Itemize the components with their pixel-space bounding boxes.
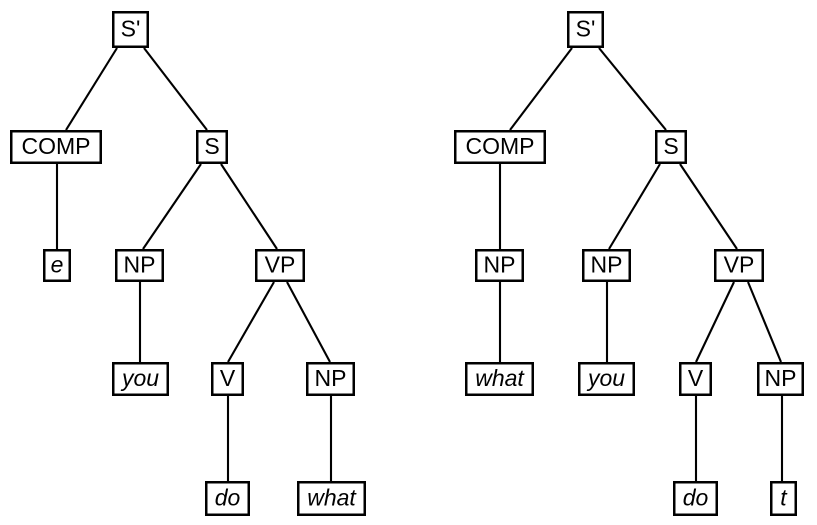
tree-node-L-VP[interactable]: VP: [255, 248, 306, 282]
node-box-R-what: [465, 362, 535, 397]
node-label-L-COMP: COMP: [22, 133, 91, 159]
tree-node-R-NP2[interactable]: NP: [757, 362, 805, 397]
tree-node-R-NP0[interactable]: NP: [475, 248, 525, 282]
node-box-L-COMP: [9, 129, 102, 164]
tree-edge-R-VP-to-R-NP2: [747, 281, 782, 363]
node-label-R-S: S: [663, 133, 678, 159]
right-tree-edges: [498, 47, 784, 481]
tree-edge-L-S-to-L-VP: [220, 163, 278, 250]
node-box-R-NP1: [582, 248, 632, 282]
node-box-R-COMP: [454, 129, 547, 164]
node-label-R-NP0: NP: [484, 252, 516, 278]
tree-edge-L-S-to-L-NP1: [142, 163, 202, 250]
node-box-L-you: [111, 362, 169, 397]
tree-node-L-do[interactable]: do: [204, 481, 250, 517]
node-box-L-VP: [255, 248, 306, 282]
node-label-R-COMP: COMP: [466, 133, 535, 159]
tree-node-L-S[interactable]: S: [195, 129, 228, 164]
tree-node-L-COMP[interactable]: COMP: [9, 129, 102, 164]
tree-node-R-VP[interactable]: VP: [714, 248, 765, 282]
tree-node-L-what[interactable]: what: [297, 481, 367, 517]
node-label-L-NP1: NP: [124, 252, 156, 278]
tree-edge-R-VP-to-R-V: [695, 281, 735, 363]
node-box-R-S: [655, 129, 688, 164]
node-box-L-Sbar: [111, 10, 149, 48]
tree-node-R-COMP[interactable]: COMP: [454, 129, 547, 164]
tree-node-R-you[interactable]: you: [578, 362, 636, 397]
tree-node-R-S[interactable]: S: [655, 129, 688, 164]
tree-node-L-e[interactable]: e: [43, 248, 72, 282]
node-label-L-NP2: NP: [315, 365, 347, 391]
tree-node-L-V[interactable]: V: [210, 362, 244, 397]
tree-node-L-you[interactable]: you: [111, 362, 169, 397]
tree-edge-R-Sbar-to-R-COMP: [509, 47, 573, 131]
node-box-L-S: [195, 129, 228, 164]
node-label-R-NP1: NP: [591, 252, 623, 278]
tree-edge-L-VP-to-L-NP2: [286, 281, 331, 363]
node-label-L-what: what: [307, 485, 357, 511]
node-box-L-what: [297, 481, 367, 517]
tree-node-L-Sbar[interactable]: S': [111, 10, 149, 48]
tree-edge-L-VP-to-L-V: [227, 281, 275, 363]
tree-edge-L-Sbar-to-L-S: [143, 47, 208, 131]
node-box-L-NP1: [114, 248, 164, 282]
node-label-R-do: do: [683, 485, 709, 511]
node-label-R-NP2: NP: [765, 365, 797, 391]
node-box-R-t: [770, 481, 798, 517]
node-label-L-you: you: [120, 365, 159, 391]
node-label-L-e: e: [51, 252, 64, 278]
node-label-L-Sbar: S': [121, 16, 141, 42]
tree-node-R-NP1[interactable]: NP: [582, 248, 632, 282]
tree-edge-L-Sbar-to-L-COMP: [65, 47, 118, 131]
tree-node-R-Sbar[interactable]: S': [567, 10, 605, 48]
tree-node-L-NP2[interactable]: NP: [306, 362, 356, 397]
tree-node-R-what[interactable]: what: [465, 362, 535, 397]
node-label-R-t: t: [780, 485, 788, 511]
tree-edge-R-S-to-R-NP1: [608, 163, 661, 250]
node-box-L-V: [210, 362, 244, 397]
node-label-R-Sbar: S': [576, 16, 596, 42]
node-label-L-VP: VP: [265, 252, 296, 278]
tree-node-L-NP1[interactable]: NP: [114, 248, 164, 282]
node-label-R-you: you: [586, 365, 625, 391]
tree-edge-R-Sbar-to-R-S: [598, 47, 667, 131]
tree-node-R-t[interactable]: t: [770, 481, 798, 517]
node-box-R-Sbar: [567, 10, 605, 48]
tree-edge-R-S-to-R-VP: [679, 163, 738, 250]
node-label-L-do: do: [215, 485, 241, 511]
tree-node-R-V[interactable]: V: [679, 362, 713, 397]
node-box-L-e: [43, 248, 72, 282]
tree-node-R-do[interactable]: do: [673, 481, 719, 517]
tree-edges-layer: [55, 47, 784, 481]
node-box-R-NP0: [475, 248, 525, 282]
node-label-R-VP: VP: [724, 252, 755, 278]
node-label-L-V: V: [220, 365, 236, 391]
node-label-R-what: what: [475, 365, 525, 391]
node-box-R-VP: [714, 248, 765, 282]
left-tree-edges: [55, 47, 333, 481]
node-label-L-S: S: [204, 133, 219, 159]
node-label-R-V: V: [688, 365, 704, 391]
node-box-R-NP2: [757, 362, 805, 397]
node-box-L-NP2: [306, 362, 356, 397]
node-box-R-you: [578, 362, 636, 397]
node-box-R-do: [673, 481, 719, 517]
node-box-L-do: [204, 481, 250, 517]
node-box-R-V: [679, 362, 713, 397]
right-tree-nodes: S' COMP S NP NP VP what you V NP do t: [454, 10, 805, 517]
